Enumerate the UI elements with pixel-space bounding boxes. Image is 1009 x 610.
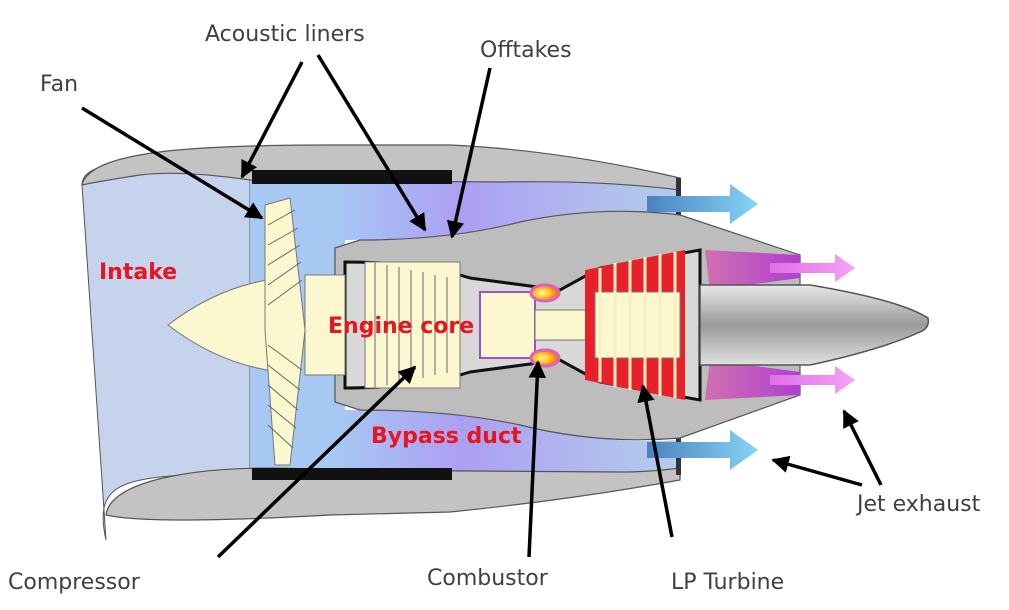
fan-hub — [304, 274, 346, 376]
hp-compressor — [479, 291, 536, 359]
core-nozzle-top — [705, 250, 800, 290]
bypass-duct-top — [345, 180, 680, 240]
offtakes-leader — [446, 67, 492, 239]
combustor-flame-bottom — [529, 348, 561, 368]
fan-blade-lines — [267, 209, 303, 449]
callout-fan: Fan — [40, 72, 79, 97]
core-nozzle-bottom — [705, 360, 800, 400]
callout-acoustic-liners: Acoustic liners — [205, 22, 365, 47]
liner-bottom — [252, 468, 452, 480]
combustor-leader — [527, 360, 547, 558]
turbine-blades — [598, 252, 677, 398]
acoustic-liner-leader-2 — [316, 54, 427, 232]
exhaust-plug — [699, 284, 930, 366]
region-bypass-duct: Bypass duct — [371, 424, 522, 449]
bypass-flow-arrow-top — [647, 184, 758, 224]
combustor-flame-top — [529, 283, 561, 303]
region-engine-core: Engine core — [328, 314, 475, 339]
liner-top — [252, 170, 452, 184]
callout-compressor: Compressor — [8, 570, 140, 595]
fan-blades — [264, 197, 306, 466]
compressor-blades — [374, 262, 448, 388]
callout-jet-exhaust: Jet exhaust — [857, 492, 981, 517]
jet-exhaust-leader-2 — [842, 409, 883, 486]
acoustic-liner-leader-1 — [240, 61, 304, 179]
nacelle-bottom — [105, 467, 681, 521]
callout-lp-turbine: LP Turbine — [671, 570, 785, 595]
callout-offtakes: Offtakes — [480, 38, 572, 63]
turbine-disc — [594, 291, 681, 359]
region-intake: Intake — [99, 260, 178, 285]
lp-turbine-leader — [637, 384, 674, 538]
callout-combustor: Combustor — [427, 566, 548, 591]
jet-exhaust-leader-1 — [771, 455, 863, 487]
bypass-flow-arrow-bottom — [647, 430, 758, 470]
core-flow-arrow-bottom — [770, 366, 855, 394]
bypass-duct-bottom — [345, 410, 680, 472]
compressor-leader — [216, 365, 417, 559]
fan-leader — [81, 106, 264, 220]
core-flow-arrow-top — [770, 254, 855, 282]
